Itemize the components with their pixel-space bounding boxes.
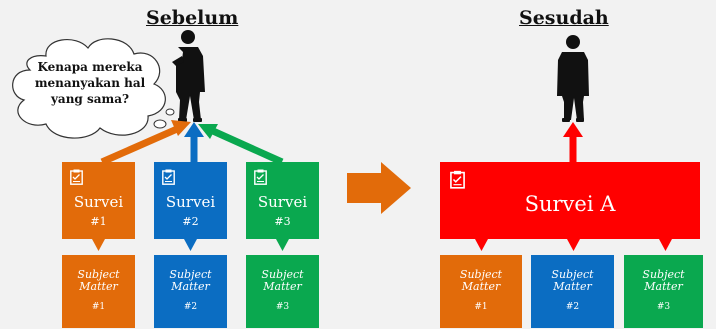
survey-box-3: Survei #3 <box>246 162 319 239</box>
thought-bubble-text: Kenapa mereka menanyakan hal yang sama? <box>34 60 146 106</box>
before-title: Sebelum <box>146 7 239 29</box>
survey-a-box: Survei A <box>440 162 700 239</box>
survey-a-label: Survei A <box>524 192 616 216</box>
sme-number: #3 <box>275 302 290 312</box>
connector-notches-after <box>475 239 672 251</box>
sme-box-3: Subject Matter #3 <box>246 255 319 328</box>
clipboard-check-icon <box>162 169 175 185</box>
right-arrow-icon <box>347 162 411 214</box>
arrow-red <box>563 122 583 162</box>
sme-label: Subject Matter <box>169 268 212 293</box>
sme-box-after-2: Subject Matter #2 <box>531 255 614 328</box>
arrow-blue <box>184 122 204 162</box>
sme-number: #2 <box>565 302 580 312</box>
sme-number: #1 <box>91 302 106 312</box>
sme-number: #2 <box>183 302 198 312</box>
arrow-orange <box>100 120 191 166</box>
sme-label: Subject Matter <box>642 268 685 293</box>
businessman-icon-before <box>172 30 205 122</box>
sme-label: Subject Matter <box>261 268 304 293</box>
businessman-icon-after <box>557 35 589 122</box>
sme-box-1: Subject Matter #1 <box>62 255 135 328</box>
sme-label: Subject Matter <box>77 268 120 293</box>
survey-box-2: Survei #2 <box>154 162 227 239</box>
survey-number: #1 <box>90 215 107 228</box>
clipboard-check-icon <box>70 169 83 185</box>
survey-label: Survei <box>73 193 124 211</box>
sme-label: Subject Matter <box>551 268 594 293</box>
clipboard-check-icon <box>450 170 465 189</box>
sme-number: #3 <box>656 302 671 312</box>
sme-number: #1 <box>474 302 488 312</box>
survey-box-1: Survei #1 <box>62 162 135 239</box>
sme-label: Subject Matter <box>459 268 503 293</box>
after-title: Sesudah <box>519 7 609 29</box>
survey-number: #2 <box>182 215 199 228</box>
sme-box-after-3: Subject Matter #3 <box>624 255 703 328</box>
sme-box-2: Subject Matter #2 <box>154 255 227 328</box>
survey-label: Survei <box>257 193 308 211</box>
connector-notches-before <box>92 239 289 251</box>
clipboard-check-icon <box>254 169 267 185</box>
arrow-green <box>198 124 284 166</box>
survey-number: #3 <box>274 215 291 228</box>
survey-label: Survei <box>165 193 216 211</box>
sme-box-after-1: Subject Matter #1 <box>440 255 522 328</box>
